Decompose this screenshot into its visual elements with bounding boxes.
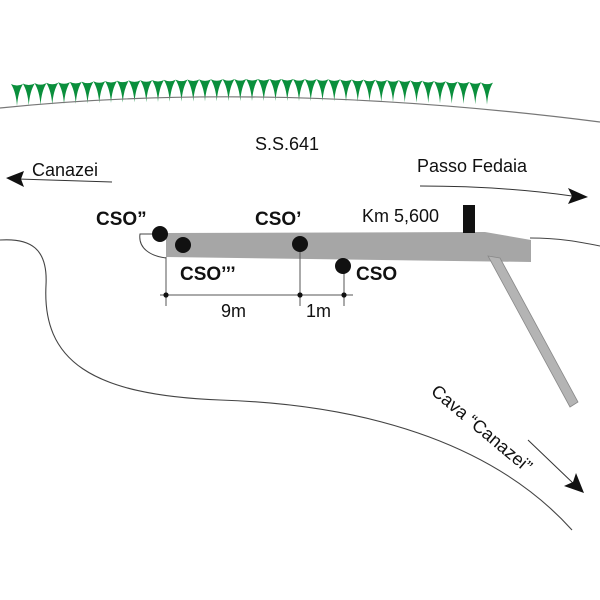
tree-icon xyxy=(457,81,470,104)
tree-icon xyxy=(116,80,129,103)
quarry-access-road xyxy=(487,255,579,408)
canazei-arrow-line xyxy=(17,178,113,183)
tree-icon xyxy=(363,79,376,102)
tree-icon xyxy=(481,82,493,105)
tree-icon xyxy=(58,82,70,105)
tree-icon xyxy=(222,79,235,102)
tree-icon xyxy=(469,82,482,105)
fedaia-arrow-line xyxy=(419,185,573,197)
tree-icon xyxy=(340,79,352,102)
tree-icon xyxy=(434,81,446,104)
tree-icon xyxy=(22,83,35,106)
canazei-label: Canazei xyxy=(32,160,98,180)
tree-icon xyxy=(445,81,458,104)
distance-1m-label: 1m xyxy=(306,301,331,321)
tree-icon xyxy=(410,80,423,103)
cso-point xyxy=(335,258,351,274)
arrow-right-icon xyxy=(568,188,588,204)
cso-prime-label: CSO’ xyxy=(255,209,301,230)
tree-icon xyxy=(281,79,294,102)
tree-icon xyxy=(34,83,47,106)
tree-icon xyxy=(105,80,117,103)
road-edge-upper-right xyxy=(529,237,600,247)
tree-icon xyxy=(234,79,247,102)
quarry-label: Cava “Canazei” xyxy=(427,381,536,477)
tree-icon xyxy=(375,79,388,102)
arrow-left-icon xyxy=(6,171,24,187)
tree-icon xyxy=(210,79,223,102)
tree-icon xyxy=(46,82,59,105)
tree-icon xyxy=(152,79,164,102)
distance-9m-label: 9m xyxy=(221,301,246,321)
km-marker-post xyxy=(463,205,475,233)
tree-icon xyxy=(140,80,153,103)
tree-row xyxy=(11,79,493,106)
tree-icon xyxy=(187,79,200,102)
cso-label: CSO xyxy=(356,264,397,285)
dimension-tick xyxy=(341,292,347,298)
tree-icon xyxy=(11,83,23,106)
cso-double-point xyxy=(152,226,168,242)
tree-icon xyxy=(246,79,258,102)
parking-area xyxy=(166,232,531,262)
road-name-label: S.S.641 xyxy=(255,134,319,154)
tree-icon xyxy=(128,80,141,103)
tree-icon xyxy=(93,81,106,104)
road-edge-left-stub xyxy=(139,233,167,259)
tree-icon xyxy=(69,81,82,104)
tree-icon xyxy=(257,79,270,102)
arrow-down-right-icon xyxy=(564,473,584,493)
tree-icon xyxy=(422,80,435,103)
tree-icon xyxy=(387,80,399,103)
tree-icon xyxy=(199,79,211,102)
cso-triple-point xyxy=(175,237,191,253)
slope-edge-line xyxy=(0,96,600,123)
quarry-arrow-line xyxy=(527,439,576,486)
tree-icon xyxy=(351,79,364,102)
cso-double-label: CSO” xyxy=(96,209,147,230)
cso-triple-label: CSO’’’ xyxy=(180,264,236,285)
dimension-tick xyxy=(297,292,303,298)
tree-icon xyxy=(81,81,94,104)
tree-icon xyxy=(304,79,317,102)
dimension-tick xyxy=(163,292,169,298)
km-marker-label: Km 5,600 xyxy=(362,206,439,226)
tree-icon xyxy=(163,79,176,102)
tree-icon xyxy=(175,79,188,102)
cso-prime-point xyxy=(292,236,308,252)
road-edge-lower xyxy=(0,239,573,531)
passo-fedaia-label: Passo Fedaia xyxy=(417,156,528,176)
tree-icon xyxy=(328,79,341,102)
tree-icon xyxy=(398,80,411,103)
tree-icon xyxy=(269,79,282,102)
tree-icon xyxy=(316,79,329,102)
tree-icon xyxy=(293,79,305,102)
